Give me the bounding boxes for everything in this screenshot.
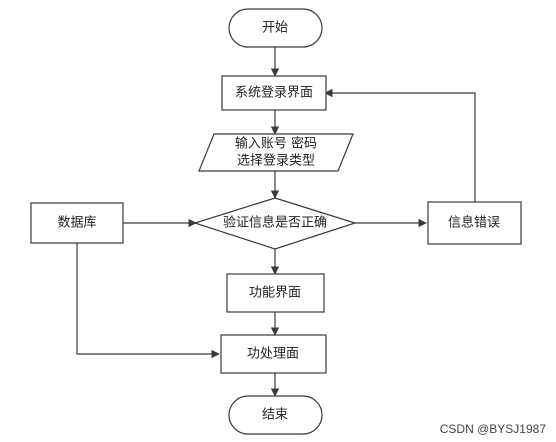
start-label: 开始 — [262, 21, 288, 36]
end-label: 结束 — [262, 408, 288, 423]
input-parallelogram — [198, 133, 354, 172]
edge-error-to-login — [324, 88, 476, 202]
login-screen-label: 系统登录界面 — [235, 86, 313, 101]
function-screen-box — [226, 273, 325, 313]
error-box — [427, 201, 522, 245]
edge-database-to-processing — [76, 243, 220, 359]
processing-box — [220, 334, 327, 374]
input-label-line2: 选择登录类型 — [237, 154, 315, 169]
function-screen-label: 功能界面 — [249, 286, 301, 301]
login-screen-box — [221, 75, 327, 111]
processing-label: 功处理面 — [247, 347, 299, 362]
verify-decision — [193, 197, 357, 250]
verify-label: 验证信息是否正确 — [223, 215, 327, 231]
watermark-text: CSDN @BYSJ1987 — [439, 422, 546, 436]
input-label-line1: 输入账号 密码 — [235, 136, 317, 152]
start-terminal — [228, 8, 323, 48]
database-label: 数据库 — [57, 215, 96, 231]
database-box — [30, 202, 124, 244]
end-terminal — [228, 395, 323, 435]
error-label: 信息错误 — [448, 215, 500, 231]
